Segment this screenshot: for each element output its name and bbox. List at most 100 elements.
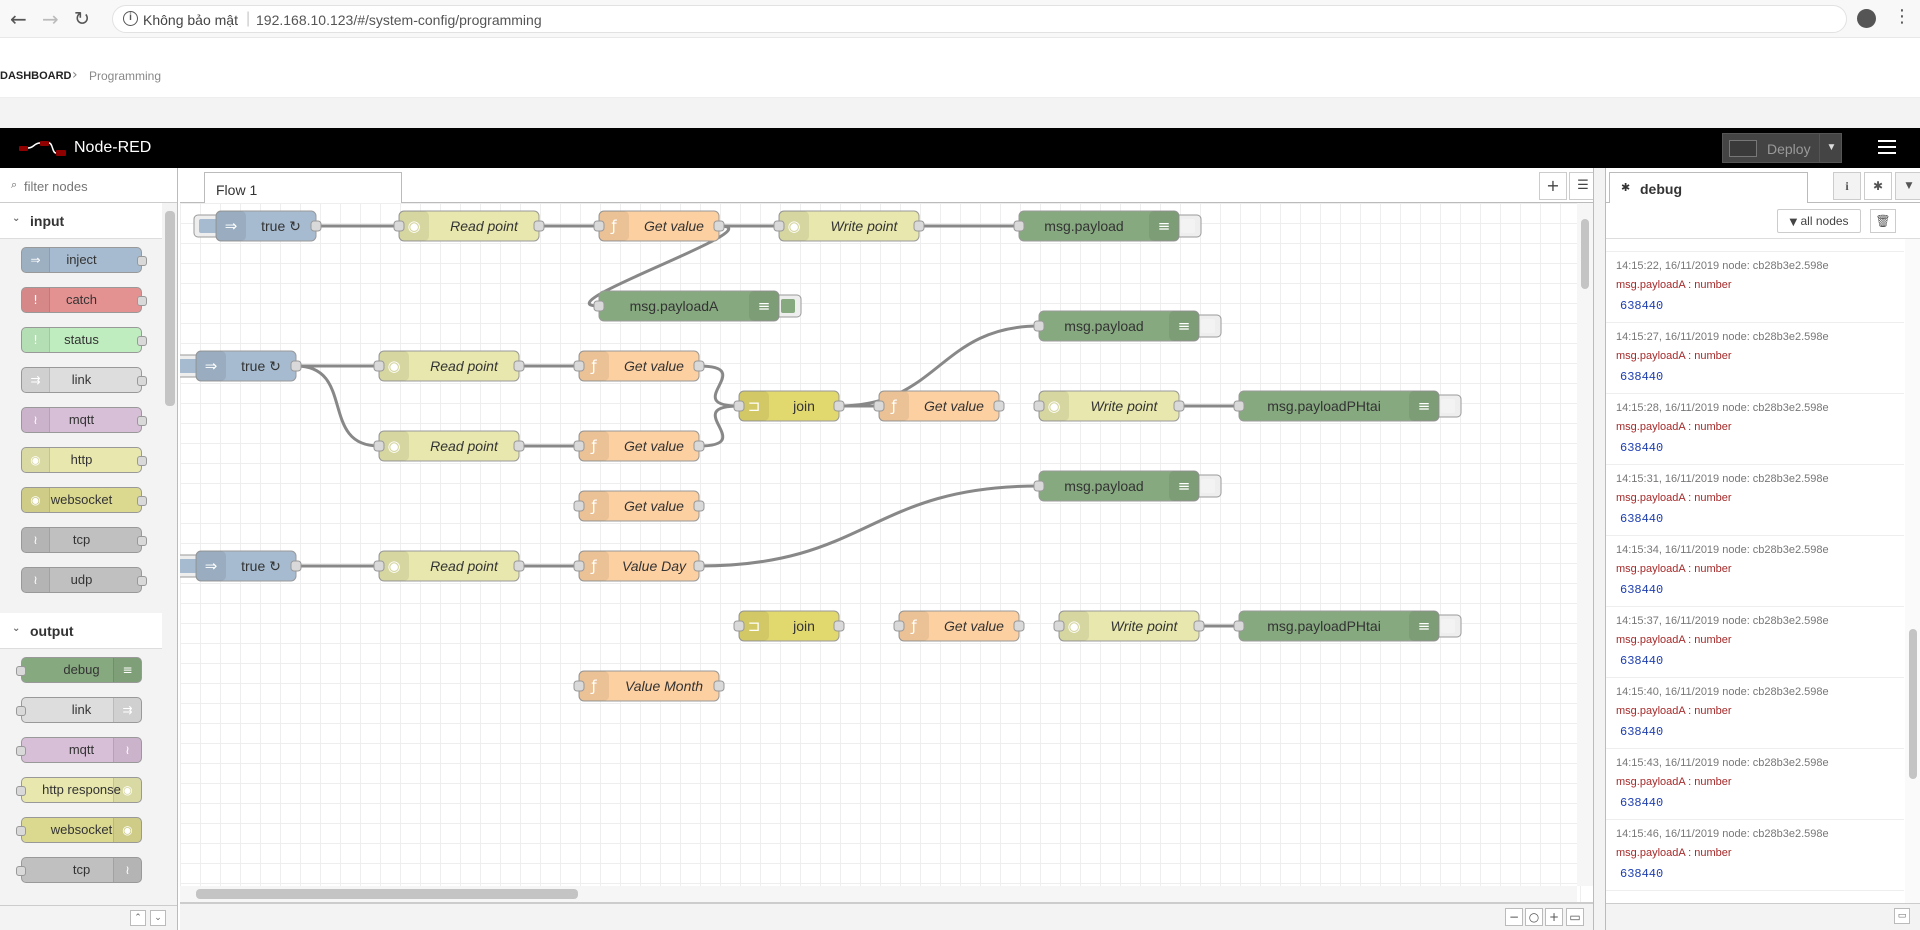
- add-flow-icon[interactable]: +: [1539, 172, 1567, 200]
- node-port[interactable]: [137, 296, 147, 306]
- palette-node-mqtt[interactable]: ≀mqtt: [21, 407, 147, 433]
- output-port[interactable]: [310, 220, 322, 232]
- node-port[interactable]: [137, 576, 147, 586]
- inject-button-face[interactable]: [180, 559, 199, 573]
- input-port[interactable]: [773, 220, 785, 232]
- debug-message-value[interactable]: 638440: [1620, 512, 1664, 526]
- debug-message-value[interactable]: 638440: [1620, 867, 1664, 881]
- sidebar-splitter[interactable]: [1593, 168, 1606, 930]
- output-port[interactable]: [290, 560, 302, 572]
- input-port[interactable]: [393, 220, 405, 232]
- debug-message-value[interactable]: 638440: [1620, 299, 1664, 313]
- node-port[interactable]: [16, 706, 26, 716]
- flow-node-wp2[interactable]: ◉Write point: [1033, 390, 1185, 422]
- flow-wire[interactable]: [838, 324, 1040, 408]
- flow-node-wp3[interactable]: ◉Write point: [1053, 610, 1205, 642]
- trash-icon[interactable]: 🗑: [1870, 209, 1896, 233]
- input-port[interactable]: [1033, 320, 1045, 332]
- forward-arrow-icon[interactable]: →: [42, 7, 59, 31]
- debug-toggle-face[interactable]: [1181, 219, 1195, 233]
- collapse-all-icon[interactable]: ⌃: [130, 910, 146, 926]
- node-port[interactable]: [137, 256, 147, 266]
- palette-node-catch[interactable]: !catch: [21, 287, 147, 313]
- output-port[interactable]: [713, 680, 725, 692]
- filter-nodes-input[interactable]: [24, 177, 164, 195]
- canvas-horizontal-scrollbar[interactable]: [180, 886, 1577, 902]
- flow-node-wp1[interactable]: ◉Write point: [773, 210, 925, 242]
- node-port[interactable]: [16, 666, 26, 676]
- input-port[interactable]: [573, 560, 585, 572]
- reload-icon[interactable]: ↻: [74, 8, 90, 30]
- input-port[interactable]: [593, 300, 605, 312]
- input-port[interactable]: [373, 360, 385, 372]
- node-port[interactable]: [16, 866, 26, 876]
- debug-message-value[interactable]: 638440: [1620, 441, 1664, 455]
- debug-toggle-face[interactable]: [1201, 479, 1215, 493]
- debug-filter-button[interactable]: ▼ all nodes: [1777, 209, 1861, 233]
- url-text[interactable]: 192.168.10.123/#/system-config/programmi…: [256, 12, 542, 28]
- flow-node-join2[interactable]: ⊐join: [733, 610, 845, 642]
- output-port[interactable]: [693, 440, 705, 452]
- palette-category-output[interactable]: ⌄output: [0, 613, 162, 649]
- debug-message-value[interactable]: 638440: [1620, 654, 1664, 668]
- input-port[interactable]: [373, 440, 385, 452]
- flow-node-dbg4[interactable]: ≡msg.payload: [1033, 470, 1222, 502]
- address-bar[interactable]: i Không bảo mật | 192.168.10.123/#/syste…: [112, 5, 1847, 33]
- palette-node-status[interactable]: !status: [21, 327, 147, 353]
- input-port[interactable]: [1013, 220, 1025, 232]
- output-port[interactable]: [713, 220, 725, 232]
- deploy-button[interactable]: Deploy ▼: [1722, 133, 1842, 163]
- input-port[interactable]: [1233, 620, 1245, 632]
- palette-category-input[interactable]: ⌄input: [0, 203, 162, 239]
- output-port[interactable]: [693, 560, 705, 572]
- info-tab-icon[interactable]: i: [1833, 172, 1861, 200]
- debug-toggle-face[interactable]: [1201, 319, 1215, 333]
- debug-scroll-thumb[interactable]: [1909, 629, 1917, 779]
- input-port[interactable]: [1033, 480, 1045, 492]
- node-port[interactable]: [16, 786, 26, 796]
- palette-node-http-response[interactable]: ◉http response: [16, 777, 142, 803]
- flow-node-dbg2[interactable]: ≡msg.payload: [1033, 310, 1222, 342]
- debug-toggle-face[interactable]: [781, 299, 795, 313]
- debug-message-value[interactable]: 638440: [1620, 796, 1664, 810]
- output-port[interactable]: [1013, 620, 1025, 632]
- flow-node-inj3[interactable]: ⇒true ↻: [180, 550, 302, 582]
- input-port[interactable]: [1233, 400, 1245, 412]
- palette-node-websocket[interactable]: ◉websocket: [16, 817, 142, 843]
- back-arrow-icon[interactable]: ←: [10, 7, 27, 31]
- node-port[interactable]: [16, 746, 26, 756]
- input-port[interactable]: [733, 620, 745, 632]
- flow-node-dbgA[interactable]: ≡msg.payloadA: [593, 290, 802, 322]
- palette-node-udp[interactable]: ≀udp: [21, 567, 147, 593]
- hamburger-menu-icon[interactable]: [1878, 140, 1896, 156]
- flow-wire[interactable]: [295, 364, 380, 448]
- output-port[interactable]: [513, 360, 525, 372]
- debug-tab-icon[interactable]: ✱: [1864, 172, 1892, 200]
- flow-node-rp1[interactable]: ◉Read point: [393, 210, 545, 242]
- output-port[interactable]: [693, 500, 705, 512]
- zoom-reset-icon[interactable]: ○: [1525, 908, 1543, 926]
- breadcrumb-dashboard-link[interactable]: DASHBOARD: [0, 70, 72, 82]
- flow-node-dbg5[interactable]: ≡msg.payloadPHtai: [1233, 610, 1462, 642]
- flow-wire[interactable]: [698, 484, 1040, 568]
- debug-scrollbar[interactable]: [1905, 239, 1920, 903]
- browser-menu-icon[interactable]: ⋮: [1893, 6, 1911, 27]
- node-port[interactable]: [137, 456, 147, 466]
- flow-node-join1[interactable]: ⊐join: [733, 390, 845, 422]
- debug-toggle-face[interactable]: [1441, 399, 1455, 413]
- input-port[interactable]: [593, 220, 605, 232]
- input-port[interactable]: [733, 400, 745, 412]
- palette-node-mqtt[interactable]: ≀mqtt: [16, 737, 142, 763]
- palette-node-inject[interactable]: ⇒inject: [21, 247, 147, 273]
- input-port[interactable]: [573, 360, 585, 372]
- node-port[interactable]: [137, 416, 147, 426]
- output-port[interactable]: [693, 360, 705, 372]
- palette-node-debug[interactable]: ≡debug: [16, 657, 142, 683]
- palette-node-link[interactable]: ⇉link: [21, 367, 147, 393]
